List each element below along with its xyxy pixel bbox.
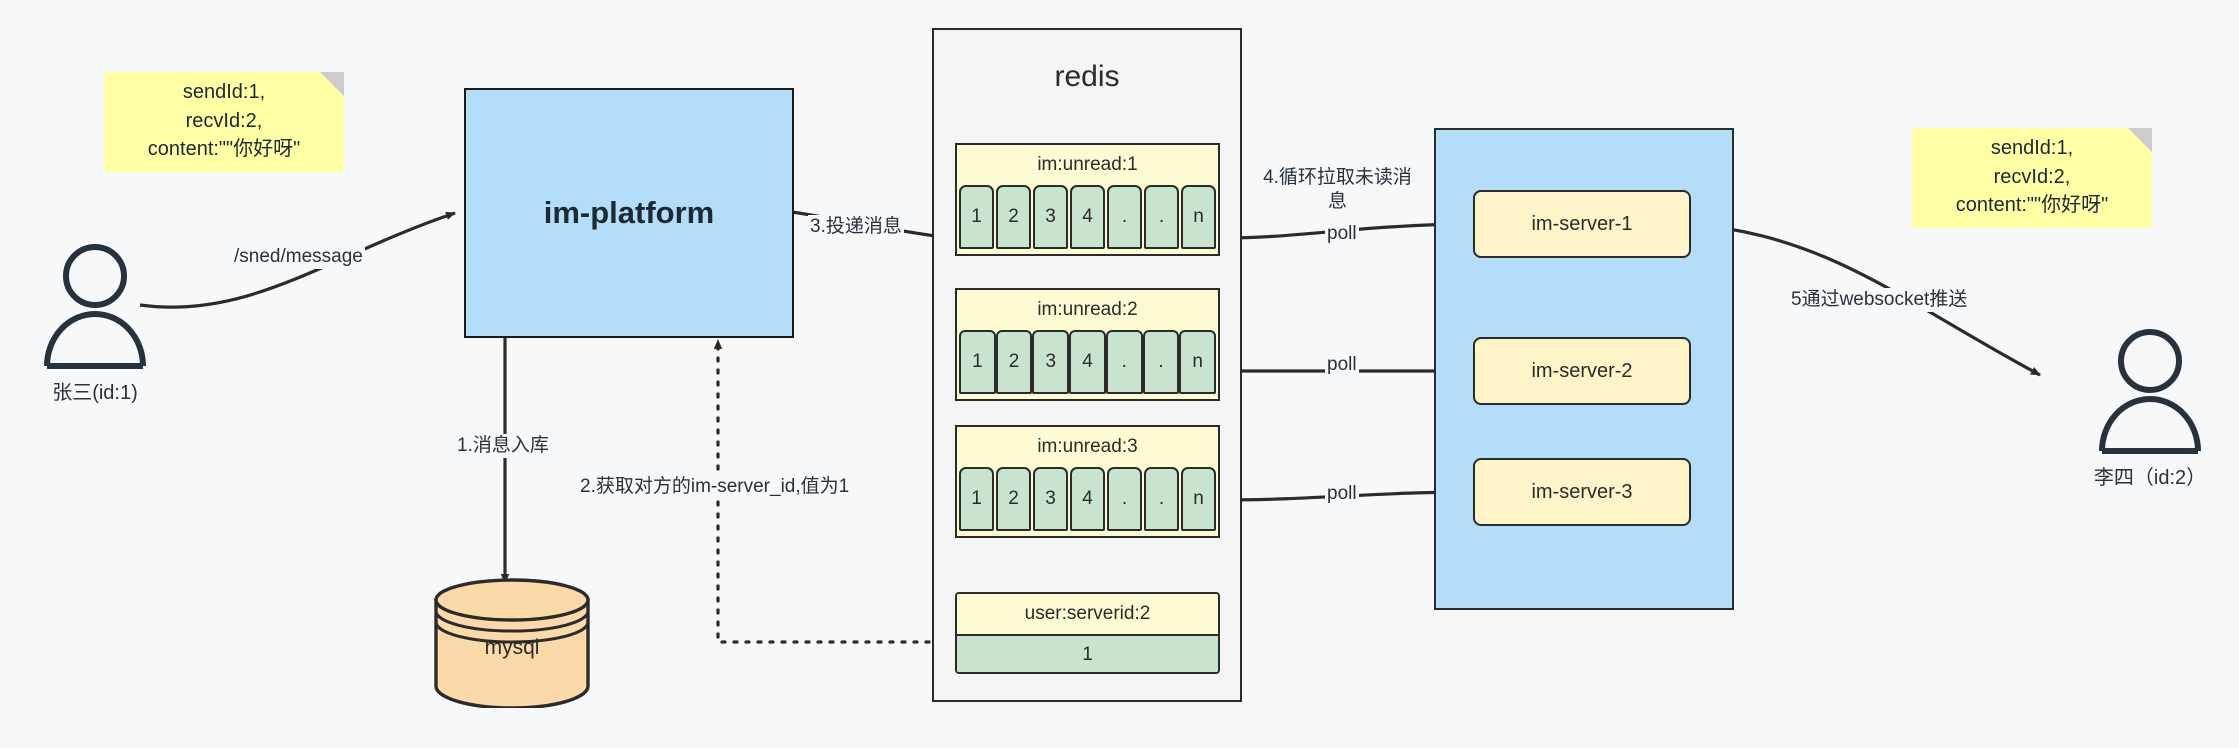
edge-label-store-message: 1.消息入库 (455, 434, 551, 458)
edge-label-poll-1: poll (1325, 222, 1359, 246)
redis-cell: n (1181, 467, 1216, 531)
redis-cell: 3 (1033, 467, 1068, 531)
im-server-2-box[interactable]: im-server-2 (1473, 337, 1691, 405)
note-left: sendId:1, recvId:2, content:""你好呀" (104, 72, 344, 172)
im-server-3-box[interactable]: im-server-3 (1473, 458, 1691, 526)
note-right: sendId:1, recvId:2, content:""你好呀" (1912, 128, 2152, 228)
redis-cell-row-3: 1 2 3 4 . . n (957, 467, 1218, 533)
redis-key-group-3: im:unread:3 1 2 3 4 . . n (955, 425, 1220, 538)
edge-label-deliver-message: 3.投递消息 (808, 215, 904, 239)
redis-cell: 4 (1069, 330, 1106, 394)
note-fold-icon (320, 72, 344, 96)
redis-cell: 3 (1032, 330, 1070, 394)
actor-receiver-label: 李四（id:2） (2093, 467, 2207, 489)
redis-cell: . (1107, 467, 1142, 531)
redis-cell: . (1107, 185, 1142, 249)
im-platform-label: im-platform (543, 195, 715, 230)
edge-label-websocket-push: 5通过websocket推送 (1789, 288, 1970, 312)
redis-cell-row-1: 1 2 3 4 . . n (957, 185, 1218, 251)
user-icon (2099, 329, 2201, 454)
im-server-1-label: im-server-1 (1531, 212, 1633, 235)
edge-label-poll-3: poll (1325, 482, 1359, 506)
edge-label-poll-2: poll (1325, 353, 1359, 377)
im-platform-box[interactable]: im-platform (464, 88, 794, 338)
redis-cell: . (1142, 330, 1180, 394)
note-fold-icon (2128, 128, 2152, 152)
redis-key-group-1: im:unread:1 1 2 3 4 . . n (955, 143, 1220, 256)
database-cylinder-icon (434, 578, 590, 710)
redis-cell: n (1179, 330, 1217, 394)
redis-key-name-1: im:unread:1 (957, 145, 1218, 185)
redis-cell: 2 (995, 330, 1033, 394)
redis-kv-value: 1 (957, 634, 1218, 672)
redis-kv-block: user:serverid:2 1 (955, 592, 1220, 674)
redis-kv-key: user:serverid:2 (957, 594, 1218, 634)
note-right-text: sendId:1, recvId:2, content:""你好呀" (1955, 137, 2109, 217)
redis-cell-row-2: 1 2 3 4 . . n (957, 330, 1218, 396)
actor-sender: 张三(id:1) (30, 240, 160, 404)
im-server-2-label: im-server-2 (1531, 359, 1633, 382)
im-server-1-box[interactable]: im-server-1 (1473, 190, 1691, 258)
redis-cell: . (1144, 467, 1179, 531)
redis-cell: 3 (1033, 185, 1068, 249)
redis-cell: 2 (996, 467, 1031, 531)
redis-cell: 4 (1070, 185, 1105, 249)
redis-cell: . (1144, 185, 1179, 249)
user-icon (44, 244, 146, 369)
redis-key-name-3: im:unread:3 (957, 427, 1218, 467)
redis-key-name-2: im:unread:2 (957, 290, 1218, 330)
redis-cell: . (1105, 330, 1143, 394)
im-server-3-label: im-server-3 (1531, 480, 1633, 503)
redis-key-group-2: im:unread:2 1 2 3 4 . . n (955, 288, 1220, 401)
actor-receiver: 李四（id:2） (2085, 325, 2215, 489)
note-left-text: sendId:1, recvId:2, content:""你好呀" (147, 81, 301, 161)
actor-sender-label: 张三(id:1) (52, 382, 138, 404)
redis-cell: 1 (959, 185, 994, 249)
mysql-database: mysql (432, 578, 592, 710)
redis-cell: n (1181, 185, 1216, 249)
redis-cell: 1 (959, 330, 996, 394)
edge-label-send-message: /sned/message (232, 245, 365, 269)
redis-title: redis (1054, 60, 1120, 93)
redis-cell: 2 (996, 185, 1031, 249)
mysql-label: mysql (484, 636, 540, 659)
edge-label-get-serverid: 2.获取对方的im-server_id,值为1 (578, 475, 852, 499)
edge-label-poll-loop: 4.循环拉取未读消息 (1253, 166, 1422, 214)
redis-cell: 1 (959, 467, 994, 531)
redis-cell: 4 (1070, 467, 1105, 531)
